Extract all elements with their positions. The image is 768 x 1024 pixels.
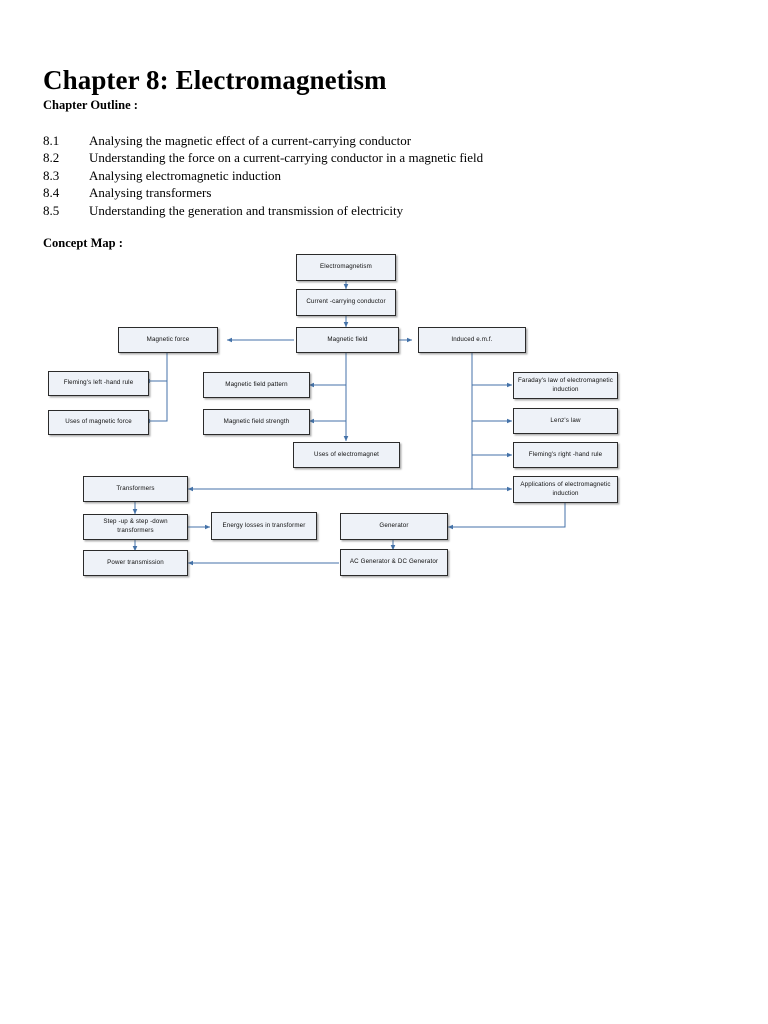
outline-item: 8.4 Analysing transformers: [43, 185, 643, 202]
node-current-carrying-conductor[interactable]: Current -carrying conductor: [296, 289, 396, 316]
outline-item: 8.1 Analysing the magnetic effect of a c…: [43, 133, 643, 150]
node-label: Induced e.m.f.: [451, 335, 493, 343]
node-magnetic-field[interactable]: Magnetic field: [296, 327, 399, 353]
chapter-outline-heading: Chapter Outline :: [43, 98, 138, 112]
node-label: Transformers: [116, 484, 155, 492]
node-flemings-right-hand-rule[interactable]: Fleming's right -hand rule: [513, 442, 618, 468]
node-label: Uses of electromagnet: [313, 450, 380, 458]
node-label: Electromagnetism: [320, 263, 372, 270]
node-uses-of-electromagnet[interactable]: Uses of electromagnet: [293, 442, 400, 468]
node-magnetic-field-strength[interactable]: Magnetic field strength: [203, 409, 310, 435]
node-label: Generator: [379, 522, 409, 529]
outline-item: 8.5 Understanding the generation and tra…: [43, 203, 643, 220]
node-power-transmission[interactable]: Power transmission: [83, 550, 188, 576]
outline-item-number: 8.1: [43, 133, 60, 148]
node-flemings-left-hand-rule[interactable]: Fleming's left -hand rule: [48, 371, 149, 396]
node-induced-emf[interactable]: Induced e.m.f.: [418, 327, 526, 353]
outline-item-text: Analysing the magnetic effect of a curre…: [89, 133, 412, 148]
node-magnetic-field-pattern[interactable]: Magnetic field pattern: [203, 372, 310, 398]
outline-item-number: 8.5: [43, 202, 60, 218]
node-label: Fleming's right -hand rule: [528, 450, 603, 458]
outline-item-text: Understanding the force on a current-car…: [89, 150, 484, 166]
outline-item-number: 8.4: [43, 185, 60, 201]
node-label: Power transmission: [107, 558, 164, 566]
node-electromagnetism[interactable]: Electromagnetism: [296, 254, 396, 281]
node-label: Magnetic field pattern: [225, 380, 288, 388]
node-label: Current -carrying conductor: [306, 298, 386, 305]
node-generator[interactable]: Generator: [340, 513, 448, 540]
node-magnetic-force[interactable]: Magnetic force: [118, 327, 218, 353]
node-label: Magnetic field: [327, 335, 368, 343]
outline-item-number: 8.3: [43, 167, 60, 183]
node-label: Lenz's law: [550, 416, 581, 424]
node-label: Magnetic force: [146, 335, 190, 343]
node-lenzs-law[interactable]: Lenz's law: [513, 408, 618, 434]
outline-item: 8.3 Analysing electromagnetic induction: [43, 168, 643, 185]
node-step-up-step-down-transformers[interactable]: Step -up & step -down transformers: [83, 514, 188, 540]
node-label: Faraday's law of electromagnetic inducti…: [517, 376, 614, 393]
concept-map-heading: Concept Map :: [43, 236, 123, 250]
outline-item-text: Understanding the generation and transmi…: [89, 202, 404, 218]
page-title: Chapter 8: Electromagnetism: [43, 65, 387, 96]
node-uses-of-magnetic-force[interactable]: Uses of magnetic force: [48, 410, 149, 435]
node-label: Magnetic field strength: [223, 417, 290, 425]
node-label: Fleming's left -hand rule: [63, 379, 134, 386]
node-label: Step -up & step -down transformers: [103, 518, 168, 534]
outline-item-number: 8.2: [43, 150, 60, 166]
node-label: Applications of electromagnetic inductio…: [520, 480, 611, 497]
outline-item: 8.2 Understanding the force on a current…: [43, 150, 643, 167]
chapter-outline-list: 8.1 Analysing the magnetic effect of a c…: [43, 133, 643, 220]
node-transformers[interactable]: Transformers: [83, 476, 188, 502]
node-applications-of-electromagnetic-induction[interactable]: Applications of electromagnetic inductio…: [513, 476, 618, 503]
node-label: AC Generator & DC Generator: [349, 558, 439, 565]
node-faradays-law[interactable]: Faraday's law of electromagnetic inducti…: [513, 372, 618, 399]
node-label: Energy losses in transformer: [222, 521, 306, 529]
outline-item-text: Analysing transformers: [89, 185, 212, 201]
node-label: Uses of magnetic force: [65, 418, 132, 425]
node-ac-dc-generator[interactable]: AC Generator & DC Generator: [340, 549, 448, 576]
outline-item-text: Analysing electromagnetic induction: [89, 167, 282, 183]
node-energy-losses-in-transformer[interactable]: Energy losses in transformer: [211, 512, 317, 540]
